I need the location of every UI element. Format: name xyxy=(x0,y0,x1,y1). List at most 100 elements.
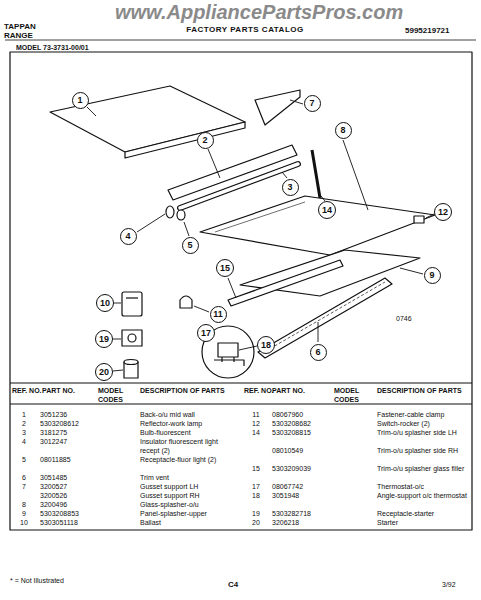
callout-number: 20 xyxy=(99,367,109,377)
page-number: C4 xyxy=(228,580,258,590)
back-wall-panel xyxy=(50,86,245,152)
ref-number: 12 xyxy=(244,419,268,428)
callout-number: 9 xyxy=(429,270,434,280)
callout-circle: 1 xyxy=(72,92,89,109)
table-header: PART NO. xyxy=(42,386,92,395)
brand-name: TAPPAN xyxy=(4,22,64,32)
table-rule xyxy=(10,403,472,404)
gusset-support xyxy=(255,90,300,125)
callout-number: 6 xyxy=(315,347,320,357)
part-number: 3206218 xyxy=(272,518,332,527)
frame xyxy=(10,52,472,530)
vent-slots xyxy=(266,282,385,351)
thermostat xyxy=(218,343,238,357)
part-number: 08067742 xyxy=(272,482,332,491)
glass-filler-trim xyxy=(228,260,343,306)
part-description: Trim-o/u splasher side LH xyxy=(377,428,469,437)
part-number: 3051485 xyxy=(40,473,100,482)
ref-number: 2 xyxy=(12,419,36,428)
callout-circle: 2 xyxy=(197,132,214,149)
ref-number: 9 xyxy=(12,509,36,518)
leader-line xyxy=(113,339,121,340)
table-header: MODEL CODES xyxy=(334,386,374,404)
callout-circle: 8 xyxy=(335,122,352,139)
callout-number: 7 xyxy=(309,98,314,108)
part-number: 5303282718 xyxy=(272,509,332,518)
header-rule xyxy=(5,40,476,41)
part-number: 5303208815 xyxy=(272,428,332,437)
leader-line xyxy=(239,346,257,350)
part-description: Bulb-fluorescent xyxy=(140,428,228,437)
ref-number: 10 xyxy=(12,518,36,527)
part-description: Trim-o/u splasher side RH xyxy=(377,446,469,455)
table-rule xyxy=(10,382,472,383)
part-description: Gusset support LH xyxy=(140,482,228,491)
callout-circle: 3 xyxy=(282,179,299,196)
callout-circle: 5 xyxy=(182,237,199,254)
ref-number: 19 xyxy=(244,509,268,518)
part-number: 5303208853 xyxy=(40,509,100,518)
callout-circle: 9 xyxy=(424,267,441,284)
leader-line xyxy=(400,268,423,274)
part-number: 3200527 xyxy=(40,482,100,491)
callout-number: 10 xyxy=(100,298,110,308)
part-description: Ballast xyxy=(140,518,228,527)
table-header: REF. NO. xyxy=(12,386,42,395)
callout-circle: 19 xyxy=(95,330,113,348)
callout-circle: 10 xyxy=(96,294,114,312)
part-number: 08067960 xyxy=(272,410,332,419)
part-number: 3200496 xyxy=(40,500,100,509)
table-header: DESCRIPTION OF PARTS xyxy=(140,386,228,395)
leader-line xyxy=(290,100,303,104)
ref-number: 5 xyxy=(12,455,36,464)
part-number: 08011885 xyxy=(40,455,100,464)
leader-line xyxy=(208,149,220,178)
callout-number: 8 xyxy=(340,125,345,135)
part-description: Angle-support o/c thermostat xyxy=(377,491,469,500)
part-description: Gusset support RH xyxy=(140,491,228,500)
rocker-switch xyxy=(414,216,424,223)
ref-number: 11 xyxy=(244,410,268,419)
part-description: Receptacle-fluor light (2) xyxy=(140,455,228,464)
part-number: 3051236 xyxy=(40,410,100,419)
bulb-outline xyxy=(180,164,298,208)
ballast xyxy=(122,292,142,316)
part-description: Fastener-cable clamp xyxy=(377,410,469,419)
callout-number: 1 xyxy=(77,95,82,105)
part-description: Starter xyxy=(377,518,469,527)
part-number: 3181275 xyxy=(40,428,100,437)
table-header: MODEL CODES xyxy=(98,386,136,404)
part-number: 5303209039 xyxy=(272,464,332,473)
callout-circle: 18 xyxy=(257,336,275,354)
callout-number: 17 xyxy=(201,328,211,338)
leader-line xyxy=(282,172,287,178)
part-number: 3051948 xyxy=(272,491,332,500)
leader-line xyxy=(194,306,209,312)
ref-number: 3 xyxy=(12,428,36,437)
part-number: 3200526 xyxy=(40,491,100,500)
catalog-title: FACTORY PARTS CATALOG xyxy=(160,25,330,34)
part-description: Reflector-work lamp xyxy=(140,419,228,428)
part-description: Insulator fluorescent light recept (2) xyxy=(140,437,228,455)
angle-support xyxy=(214,357,244,366)
back-wall-lip xyxy=(125,122,245,158)
ref-number: 15 xyxy=(244,464,268,473)
part-number: 08010549 xyxy=(272,446,332,455)
model-number: MODEL 73-3731-00/01 xyxy=(16,43,176,52)
insulator xyxy=(166,206,174,218)
ballast-detail xyxy=(126,297,138,298)
ref-number: 7 xyxy=(12,482,36,491)
part-number: 3012247 xyxy=(40,437,100,446)
callout-number: 14 xyxy=(322,205,332,215)
starter-receptacle xyxy=(122,330,142,346)
leader-line xyxy=(228,278,236,298)
date: 3/92 xyxy=(442,580,476,589)
part-description: Glass-splasher-o/u xyxy=(140,500,228,509)
callout-circle: 11 xyxy=(210,306,227,323)
ref-number: 1 xyxy=(12,410,36,419)
callout-number: 18 xyxy=(261,340,271,350)
receptacle xyxy=(177,210,185,220)
ref-number: 4 xyxy=(12,437,36,446)
callout-circle: 14 xyxy=(318,201,336,219)
part-number: 5303051118 xyxy=(40,518,100,527)
